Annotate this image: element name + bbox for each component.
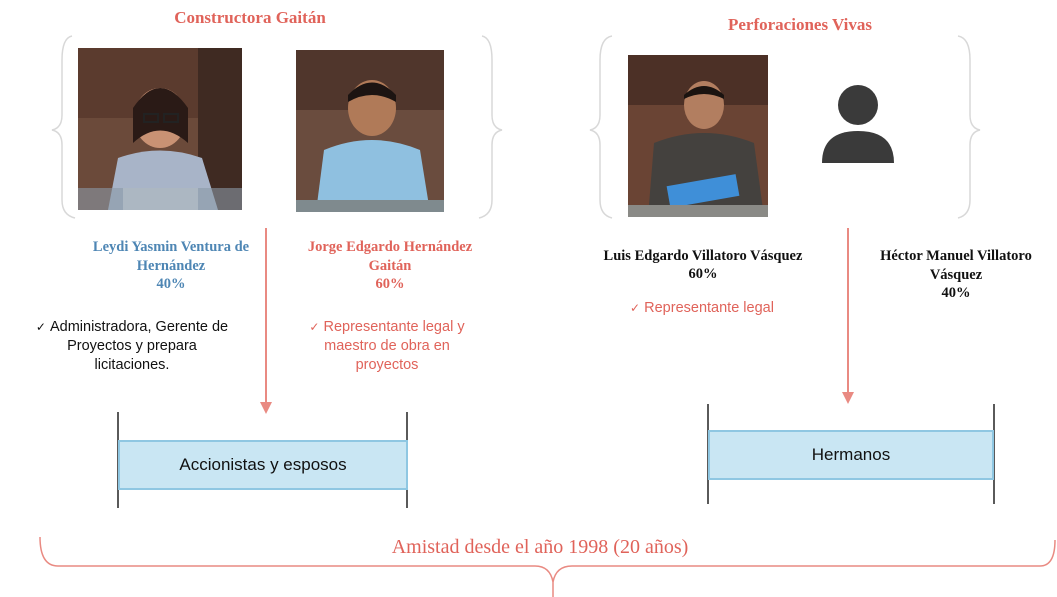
person-name-line2: Gaitán bbox=[368, 258, 412, 274]
role-line: proyectos bbox=[355, 357, 419, 373]
share-percentage: 40% bbox=[941, 285, 971, 301]
person-silhouette-icon bbox=[818, 85, 898, 165]
person-hector: Héctor Manuel Villatoro Vásquez 40% bbox=[858, 247, 1054, 302]
role-line: Representante legal y bbox=[323, 319, 465, 335]
person-name-line1: Jorge Edgardo Hernández bbox=[307, 239, 473, 255]
person-name-line1: Leydi Yasmin Ventura de bbox=[92, 239, 250, 255]
role-line: maestro de obra en bbox=[324, 338, 450, 354]
role-line: Representante legal bbox=[644, 300, 774, 316]
share-percentage: 60% bbox=[375, 276, 405, 292]
role-line: licitaciones. bbox=[94, 357, 170, 373]
role-leydi: ✓ Administradora, Gerente de Proyectos y… bbox=[2, 318, 262, 375]
role-jorge: ✓ Representante legal y maestro de obra … bbox=[272, 318, 502, 375]
friendship-label: Amistad desde el año 1998 (20 años) bbox=[391, 536, 689, 558]
person-leydi: Leydi Yasmin Ventura de Hernández 40% bbox=[40, 238, 302, 293]
person-luis: Luis Edgardo Villatoro Vásquez 60% bbox=[560, 247, 846, 283]
person-name-line2: Vásquez bbox=[929, 267, 983, 283]
person-name-line1: Luis Edgardo Villatoro Vásquez bbox=[603, 248, 803, 264]
photo-luis bbox=[628, 55, 768, 217]
share-percentage: 60% bbox=[688, 266, 718, 282]
company-title-constructora: Constructora Gaitán bbox=[174, 8, 326, 27]
role-line: Administradora, Gerente de bbox=[49, 319, 229, 335]
check-icon: ✓ bbox=[630, 301, 641, 315]
relation-box-accionistas: Accionistas y esposos bbox=[118, 440, 408, 490]
role-luis: ✓ Representante legal bbox=[592, 299, 812, 318]
share-percentage: 40% bbox=[156, 276, 186, 292]
person-jorge: Jorge Edgardo Hernández Gaitán 60% bbox=[270, 238, 510, 293]
company-title-perforaciones: Perforaciones Vivas bbox=[728, 15, 872, 34]
person-name-line2: Hernández bbox=[136, 258, 206, 274]
relation-box-hermanos: Hermanos bbox=[708, 430, 994, 480]
person-name-line1: Héctor Manuel Villatoro bbox=[880, 248, 1032, 264]
photo-leydi bbox=[78, 48, 242, 210]
check-icon: ✓ bbox=[35, 320, 46, 334]
role-line: Proyectos y prepara bbox=[67, 338, 197, 354]
check-icon: ✓ bbox=[309, 320, 320, 334]
photo-jorge bbox=[296, 50, 444, 212]
